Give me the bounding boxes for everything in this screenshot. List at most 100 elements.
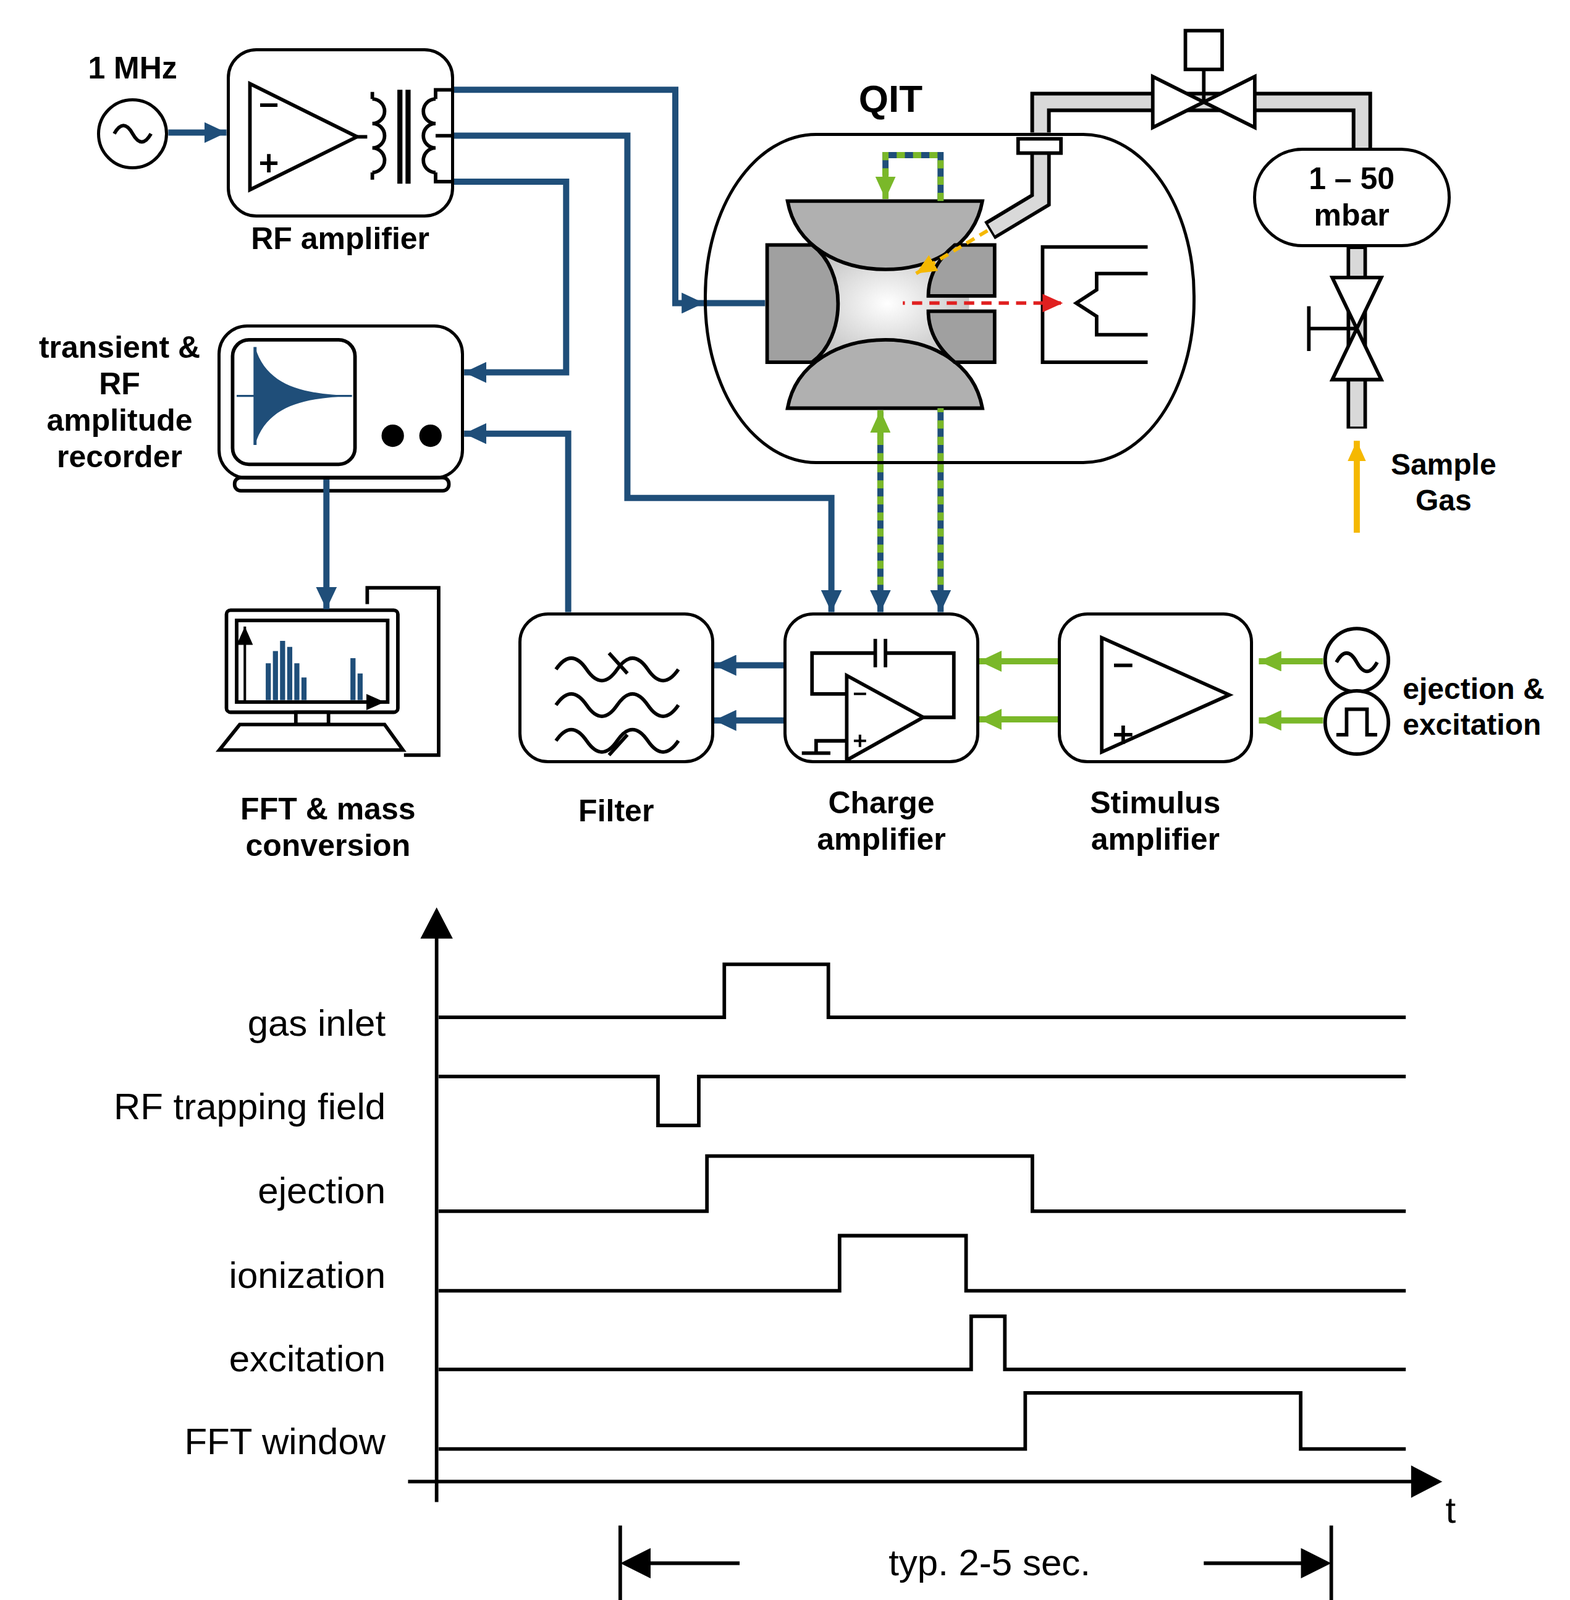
signal-generators xyxy=(1258,628,1389,754)
computer-monitor xyxy=(219,724,403,750)
node-label: FFT & mass conversion xyxy=(226,790,431,864)
timing-diagram xyxy=(620,1524,1332,1600)
timing-label: gas inlet xyxy=(247,1000,386,1046)
connector-line xyxy=(714,717,784,724)
timing-diagram xyxy=(423,910,450,937)
source-symbol xyxy=(114,125,151,142)
connector xyxy=(979,660,1058,662)
ion-trap-electrodes xyxy=(767,244,839,363)
rf-amplifier-symbol xyxy=(250,83,455,190)
filter-symbol xyxy=(556,653,679,756)
timing-diagram xyxy=(438,963,1406,1018)
timing-diagram xyxy=(407,910,1439,1600)
stimulus-amplifier-symbol xyxy=(1114,665,1133,744)
connector-line xyxy=(877,464,884,612)
node-label: QIT xyxy=(828,75,953,122)
timing-label: excitation xyxy=(229,1336,386,1381)
electron-gun xyxy=(1076,273,1148,335)
node-label: Stimulus amplifier xyxy=(1062,784,1249,858)
gas-valve xyxy=(1018,139,1061,154)
electrode-wiring xyxy=(880,407,941,461)
computer-monitor xyxy=(244,700,385,704)
computer-node: FFT & mass conversion xyxy=(217,609,439,752)
connector xyxy=(168,132,227,133)
electron-gun xyxy=(902,230,1148,363)
rf-amplifier-symbol xyxy=(399,89,408,184)
signal-generators xyxy=(1336,653,1378,672)
amplifier-box: Charge amplifier xyxy=(783,612,980,764)
ion-trap-electrodes xyxy=(928,311,995,363)
rf-amplifier-symbol xyxy=(423,98,436,173)
filter-symbol xyxy=(556,693,679,717)
connector-line xyxy=(937,464,944,612)
axis-label: t xyxy=(1445,1487,1456,1533)
recorder-screen xyxy=(419,424,442,447)
connector-line xyxy=(323,479,330,610)
node-label: Charge amplifier xyxy=(789,784,975,858)
electron-gun xyxy=(902,301,1061,306)
computer-monitor xyxy=(295,712,329,725)
signal-generators xyxy=(1258,658,1323,665)
node-label: RF amplifier xyxy=(210,220,471,258)
electrode-wiring xyxy=(880,407,941,461)
timing-diagram xyxy=(438,1235,1406,1291)
filter-symbol xyxy=(609,653,628,756)
ion-trap-electrodes xyxy=(928,244,995,296)
computer-monitor xyxy=(236,620,388,702)
ion-trap-electrodes xyxy=(767,200,995,408)
electrode-wiring xyxy=(703,299,765,306)
timing-diagram xyxy=(438,1316,1406,1370)
timing-diagram xyxy=(434,933,439,1503)
connector xyxy=(454,135,832,613)
gas-reservoir: 1 – 50 mbar xyxy=(1253,147,1451,247)
duration-label: typ. 2-5 sec. xyxy=(881,1540,1098,1585)
rf-amplifier-symbol xyxy=(357,92,385,180)
gas-valve xyxy=(991,145,1041,230)
node-label: Filter xyxy=(523,792,709,830)
sample-inlet-line xyxy=(1308,305,1357,351)
connector-line xyxy=(979,716,1058,723)
signal-generators xyxy=(1325,628,1389,692)
timing-label: RF trapping field xyxy=(113,1084,386,1129)
charge-amplifier-symbol xyxy=(875,638,887,668)
connector-line xyxy=(979,658,1058,665)
electrode-wiring xyxy=(882,168,889,199)
source-symbol xyxy=(114,125,151,142)
stimulus-amplifier-symbol xyxy=(1101,637,1229,752)
gas-valve xyxy=(1185,30,1223,70)
node-label: transient & RF amplitude recorder xyxy=(26,329,212,476)
connector-line xyxy=(714,662,784,669)
sample-inlet-line xyxy=(1353,440,1360,533)
connector xyxy=(979,719,1058,720)
connector xyxy=(326,479,327,610)
recorder-box: transient & RF amplitude recorder xyxy=(217,324,465,480)
recorder-screen xyxy=(232,339,449,491)
charge-amplifier-symbol xyxy=(801,740,848,754)
timing-diagram xyxy=(438,1076,1406,1126)
amplifier-box: RF amplifier xyxy=(226,48,455,218)
connector xyxy=(714,664,784,666)
timing-diagram xyxy=(438,1392,1406,1449)
gas-pipe xyxy=(1040,101,1362,148)
charge-amplifier-symbol xyxy=(846,675,924,760)
timing-diagram xyxy=(407,1479,1416,1484)
connector-line xyxy=(454,135,832,613)
connector xyxy=(714,719,784,721)
node-label: 1 – 50 mbar xyxy=(1272,160,1431,234)
timing-diagram xyxy=(438,1156,1406,1212)
signal-generators xyxy=(1336,709,1378,735)
timing-diagram xyxy=(1413,1468,1439,1495)
filter-box: Filter xyxy=(518,612,715,764)
gas-valve xyxy=(1201,69,1206,102)
electron-gun xyxy=(916,230,988,274)
recorder-screen xyxy=(253,346,257,445)
amplifier-box: Stimulus amplifier xyxy=(1057,612,1253,764)
electrode-wiring xyxy=(877,410,884,439)
recorder-screen xyxy=(232,339,355,465)
computer-monitor xyxy=(219,587,439,756)
charge-amplifier-symbol xyxy=(811,653,954,718)
stimulus-amplifier-symbol xyxy=(1101,637,1229,752)
computer-monitor xyxy=(243,626,246,702)
connector-line xyxy=(1040,101,1362,148)
recorder-screen xyxy=(381,424,405,447)
